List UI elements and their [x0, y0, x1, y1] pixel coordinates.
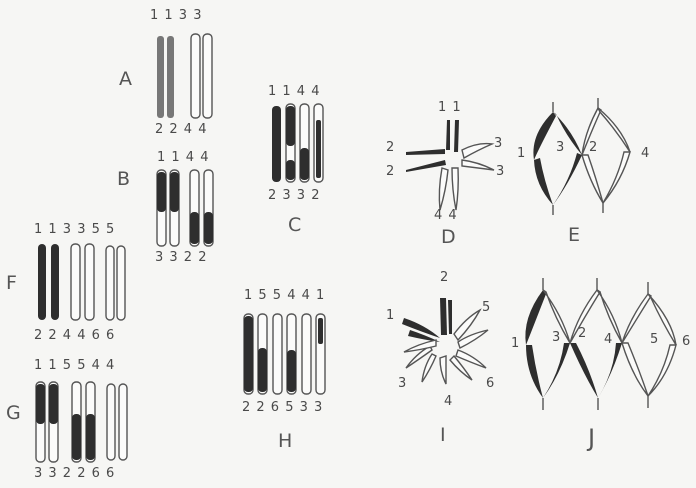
panel-a-top-numbers: 1 1 3 3 — [150, 8, 202, 23]
panel-c-letter: C — [288, 214, 301, 236]
panel-i-number-4: 4 — [444, 394, 453, 409]
panel-h-letter: H — [278, 430, 292, 452]
panel-b-top-numbers: 1 1 4 4 — [157, 150, 209, 165]
chromosome-f1 — [38, 244, 46, 320]
chromosome-f5 — [106, 246, 114, 320]
chromosome-g5 — [107, 384, 115, 460]
panel-j-number-3: 3 — [552, 330, 561, 345]
panel-g-top-numbers: 1 1 5 5 4 4 — [34, 358, 115, 373]
chromosome-c1 — [272, 106, 281, 182]
panel-b-bottom-numbers: 3 3 2 2 — [155, 250, 207, 265]
panel-d-top-numbers: 1 1 — [438, 100, 462, 115]
chromosome-a1 — [157, 36, 164, 118]
chromosome-a4 — [203, 34, 212, 118]
panel-f-top-numbers: 1 1 3 3 5 5 — [34, 222, 115, 237]
chromosome-g6 — [119, 384, 127, 460]
panel-f-bottom-numbers: 2 2 4 4 6 6 — [34, 328, 115, 343]
panel-h-top-numbers: 1 5 5 4 4 1 — [244, 288, 325, 303]
panel-j-number-1: 1 — [511, 336, 520, 351]
panel-c-bottom-numbers: 2 3 3 2 — [268, 188, 320, 203]
panel-c-top-numbers: 1 1 4 4 — [268, 84, 320, 99]
panel-j-number-4: 4 — [604, 332, 613, 347]
chromosome-f6 — [117, 246, 125, 320]
panel-a-chromosomes — [157, 34, 212, 118]
panel-f-letter: F — [6, 272, 17, 294]
chromosome-f2 — [51, 244, 59, 320]
panel-j-number-2: 2 — [578, 326, 587, 341]
panel-a-letter: A — [119, 68, 132, 90]
panel-e-number-3: 3 — [556, 140, 565, 155]
panel-e-number-1: 1 — [517, 146, 526, 161]
panel-e-letter: E — [568, 224, 580, 246]
panel-g-chromosomes — [36, 382, 127, 462]
panel-d-letter: D — [441, 226, 456, 248]
chromosome-a3 — [191, 34, 200, 118]
panel-d-right-number-1: 3 — [494, 136, 503, 151]
chromosome-a2 — [167, 36, 174, 118]
panel-i-number-3: 3 — [398, 376, 407, 391]
chromosome-f4 — [85, 244, 94, 320]
panel-j-number-5: 5 — [650, 332, 659, 347]
panel-i-letter: I — [440, 424, 446, 446]
panel-c-chromosomes — [272, 104, 323, 182]
panel-d-right-number-2: 3 — [496, 164, 505, 179]
panel-f-chromosomes — [38, 244, 125, 320]
panel-d-left-number-1: 2 — [386, 140, 395, 155]
chromosome-h3 — [273, 314, 282, 394]
panel-d-cross-figure — [406, 120, 494, 210]
panel-i-number-6: 6 — [486, 376, 495, 391]
panel-j-number-6: 6 — [682, 334, 691, 349]
panel-b-chromosomes — [157, 170, 213, 246]
panel-d-bottom-numbers: 4 4 — [434, 208, 458, 223]
panel-i-number-5: 5 — [482, 300, 491, 315]
panel-i-number-2: 2 — [440, 270, 449, 285]
panel-a-bottom-numbers: 2 2 4 4 — [155, 122, 207, 137]
panel-i-star-figure — [402, 298, 488, 384]
panel-d-left-number-2: 2 — [386, 164, 395, 179]
panel-i-number-1: 1 — [386, 308, 395, 323]
chromosome-f3 — [71, 244, 80, 320]
panel-h-chromosomes — [244, 314, 325, 394]
panel-e-number-2: 2 — [589, 140, 598, 155]
panel-b-letter: B — [117, 168, 130, 190]
panel-h-bottom-numbers: 2 2 6 5 3 3 — [242, 400, 323, 415]
chromosome-h5 — [302, 314, 311, 394]
panel-e-ring-figure — [533, 98, 630, 215]
panel-j-letter: J — [588, 424, 595, 452]
panel-g-letter: G — [6, 402, 21, 424]
panel-g-bottom-numbers: 3 3 2 2 6 6 — [34, 466, 115, 481]
panel-e-number-4: 4 — [641, 146, 650, 161]
